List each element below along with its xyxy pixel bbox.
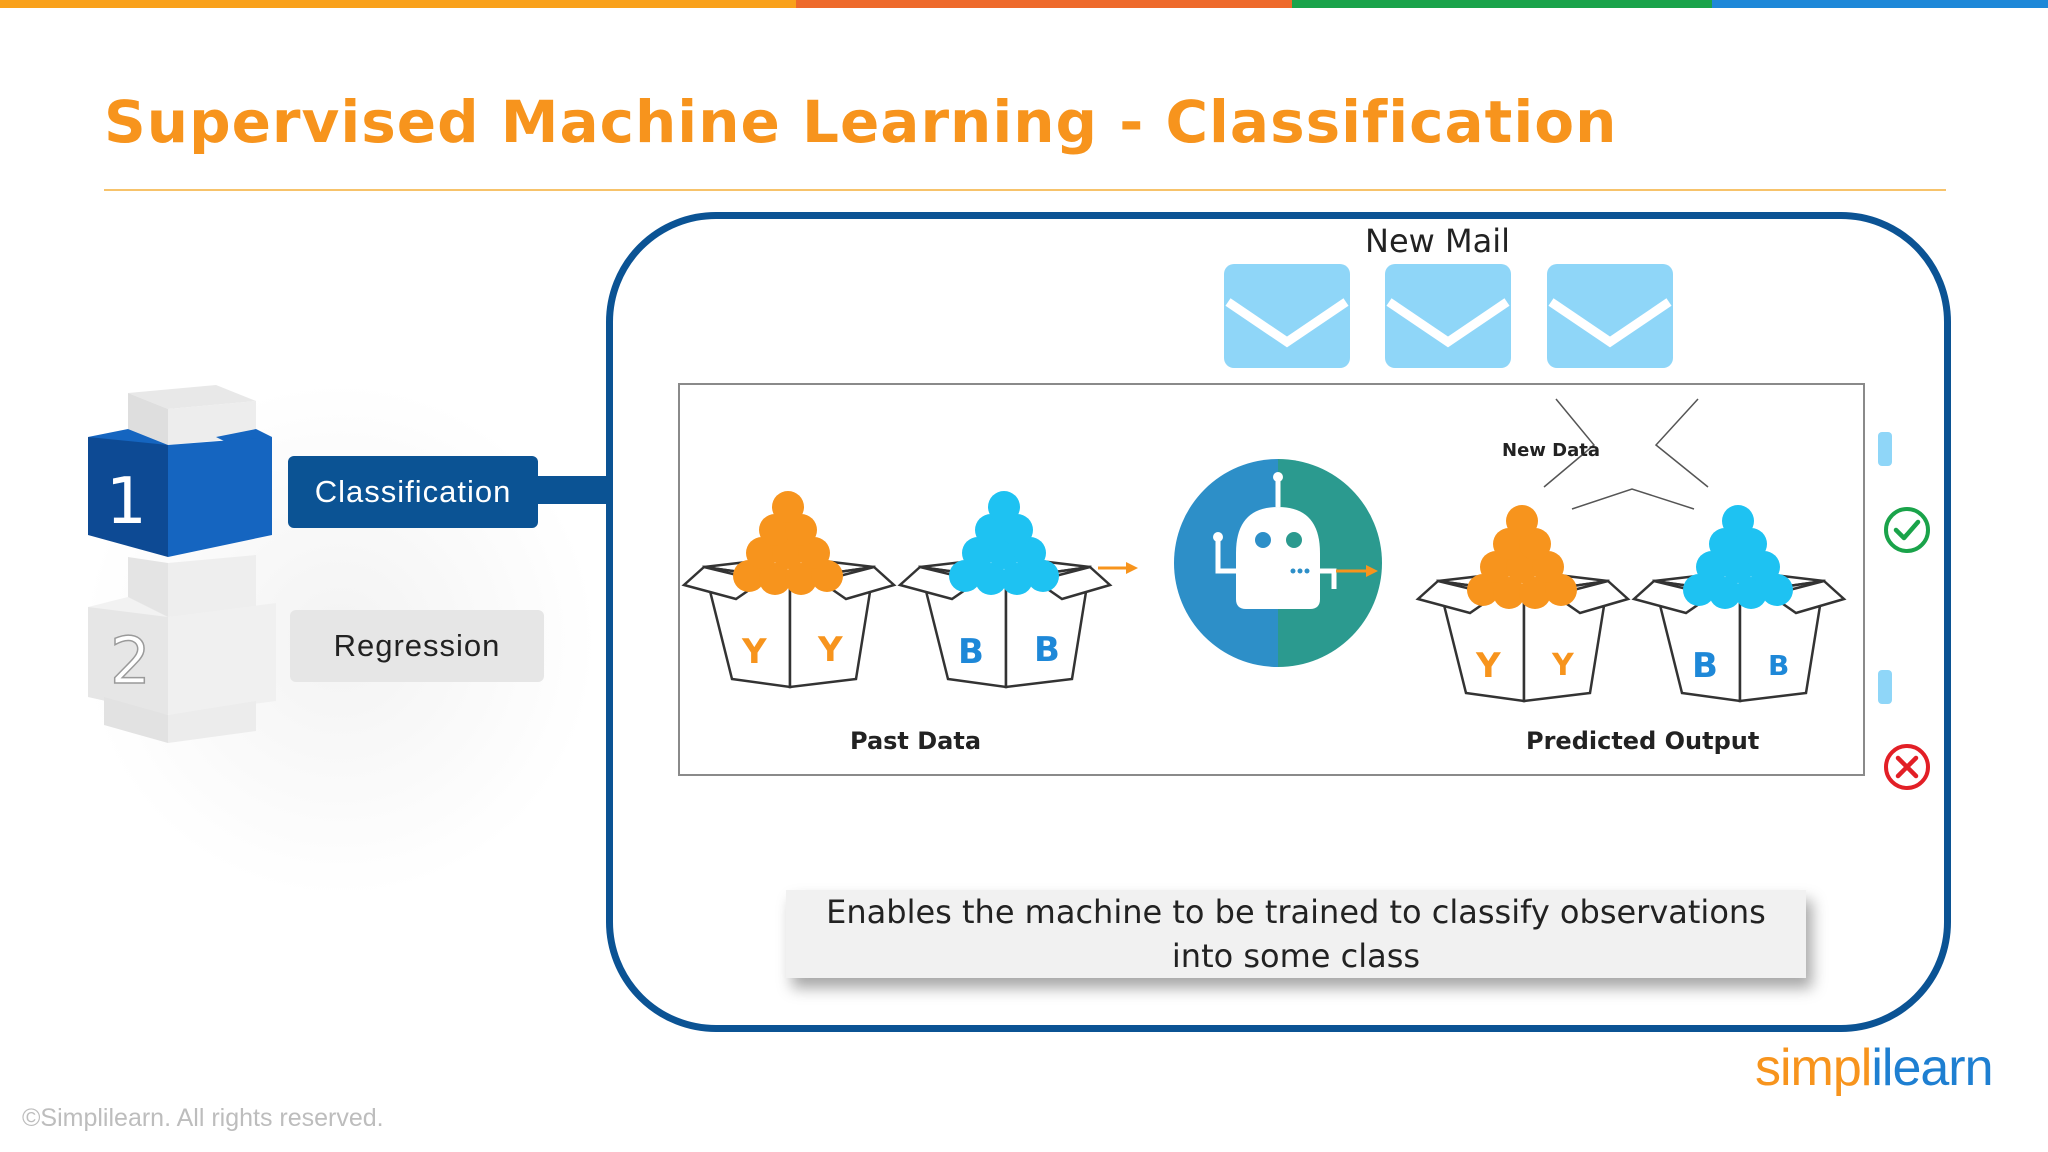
partial-background-shapes — [1878, 432, 1892, 704]
arrow-icon — [1098, 562, 1138, 574]
new-data-label: New Data — [1502, 440, 1601, 461]
box-letter: B — [1768, 649, 1789, 682]
top-color-bar — [0, 0, 2048, 8]
tab-connector — [535, 476, 610, 504]
past-data-label: Past Data — [850, 727, 982, 755]
top-bar-segment — [0, 0, 796, 8]
cross-icon — [1884, 744, 1930, 790]
mail-icon — [1224, 264, 1350, 368]
logo-simpl: simpl — [1755, 1039, 1872, 1097]
box-letter: Y — [817, 630, 843, 670]
box-letter: B — [1692, 646, 1718, 686]
robot-icon — [1174, 459, 1382, 667]
numbered-block-stack: 1 2 — [88, 385, 276, 743]
logo-learn: learn — [1881, 1039, 1994, 1097]
block-1-number: 1 — [106, 465, 147, 539]
orange-balls — [733, 491, 843, 595]
top-bar-segment — [796, 0, 1292, 8]
box-letter: Y — [741, 632, 767, 672]
classification-tab-label: Classification — [314, 474, 512, 509]
logo-i: i — [1871, 1039, 1883, 1097]
top-bar-segment — [1712, 0, 2048, 8]
copyright-text: ©Simplilearn. All rights reserved. — [22, 1104, 384, 1132]
block-2-number: 2 — [110, 625, 151, 699]
predicted-blue-box — [1631, 569, 1847, 703]
box-letter: Y — [1475, 646, 1501, 686]
description-line-2: into some class — [1171, 937, 1421, 975]
regression-tab-label: Regression — [333, 628, 501, 663]
new-data-envelope — [1543, 398, 1709, 510]
classification-tab[interactable]: Classification — [288, 456, 538, 528]
box-letter: Y — [1551, 648, 1575, 683]
blue-balls — [949, 491, 1059, 595]
top-bar-segment — [1292, 0, 1712, 8]
diagram-artwork: Y Y B B — [681, 398, 1847, 703]
box-letter: B — [958, 632, 984, 672]
description-line-1: Enables the machine to be trained to cla… — [826, 893, 1766, 931]
orange-balls — [1467, 505, 1577, 609]
title-underline — [104, 189, 1946, 191]
mail-icon — [1547, 264, 1673, 368]
blue-balls — [1683, 505, 1793, 609]
box-letter: B — [1034, 630, 1060, 670]
mail-icon — [1385, 264, 1511, 368]
slide-title: Supervised Machine Learning - Classifica… — [104, 88, 1618, 156]
simplilearn-logo: simplilearn — [1755, 1038, 1994, 1098]
description-box: Enables the machine to be trained to cla… — [786, 890, 1806, 978]
block-2[interactable] — [88, 555, 276, 743]
predicted-orange-box — [1415, 569, 1631, 703]
regression-tab[interactable]: Regression — [290, 610, 544, 682]
block-1[interactable] — [88, 385, 272, 557]
predicted-output-label: Predicted Output — [1526, 727, 1760, 755]
new-mail-label: New Mail — [1365, 222, 1510, 260]
check-icon — [1884, 507, 1930, 553]
content-frame — [606, 212, 1951, 1032]
classification-diagram: Y Y B B — [678, 383, 1865, 776]
